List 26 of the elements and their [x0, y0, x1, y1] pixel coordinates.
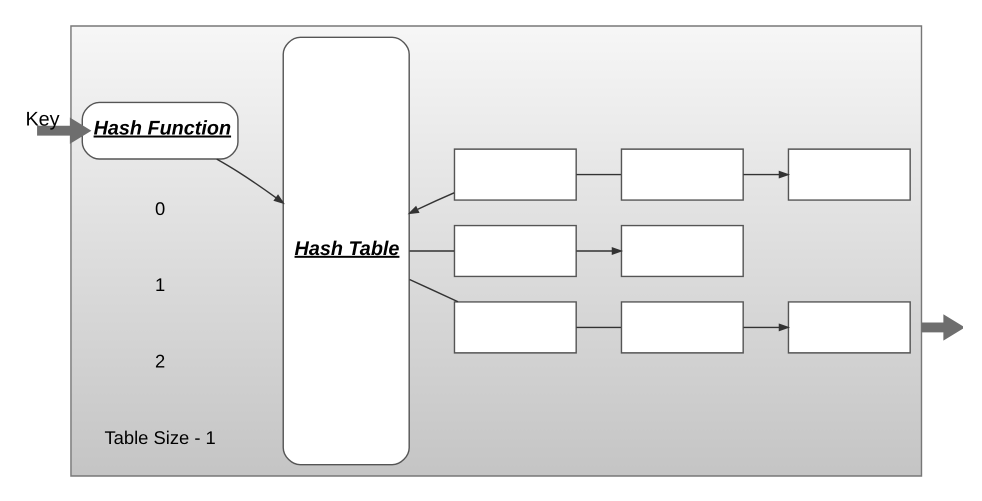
arrow: [743, 322, 790, 331]
arrow: [743, 170, 790, 178]
node-box: Hash Function: [82, 101, 239, 160]
arrow: [408, 192, 454, 214]
label: 0: [154, 197, 166, 218]
arrow: [37, 117, 92, 144]
node-box: [454, 300, 577, 354]
arrow: [216, 158, 285, 204]
connector: [576, 173, 621, 175]
node-box: [454, 148, 577, 200]
arrow: [576, 246, 624, 254]
connector: [410, 250, 454, 252]
connector: [409, 278, 458, 302]
arrow: [922, 314, 963, 340]
node-box: [454, 224, 577, 277]
node-box: [788, 148, 911, 200]
node-box: [620, 224, 744, 277]
node-box: [620, 300, 744, 354]
label: 2: [154, 350, 166, 372]
label: Table Size - 1: [104, 426, 216, 448]
label: 1: [154, 274, 166, 295]
node-box: [788, 300, 911, 354]
node-box: [620, 148, 744, 200]
node-box: Hash Table: [282, 36, 410, 465]
connector: [576, 326, 621, 328]
edge-label: Key: [25, 108, 60, 130]
